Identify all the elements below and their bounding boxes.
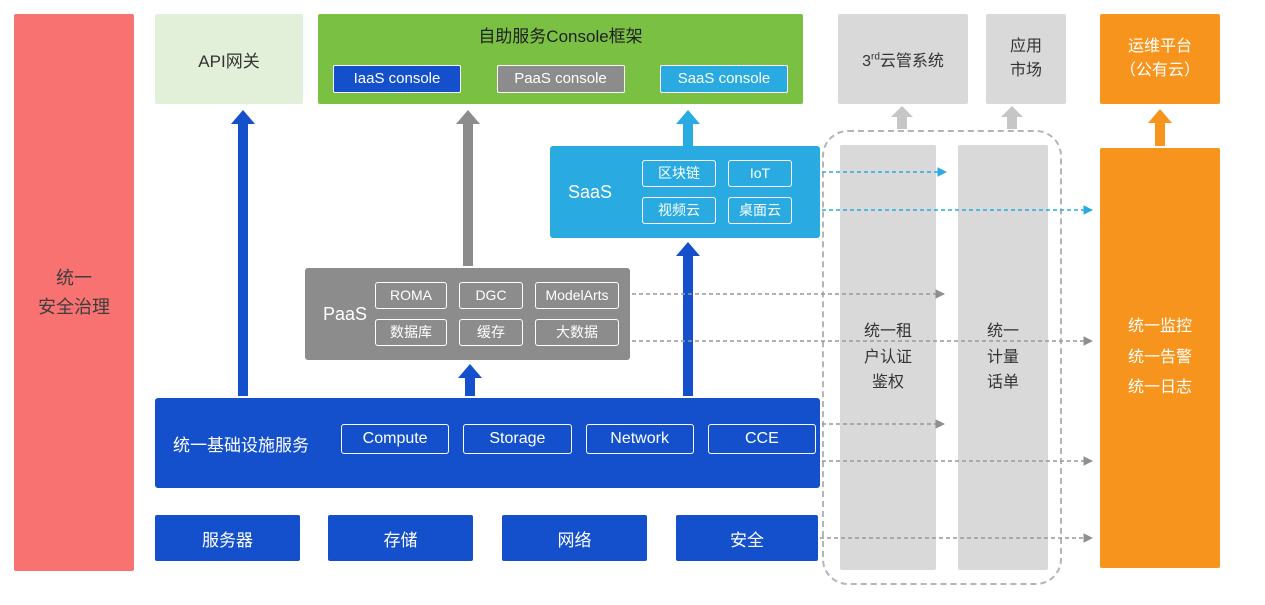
iaas-service-compute: Compute bbox=[341, 424, 450, 454]
security-governance-label: 统一 安全治理 bbox=[38, 267, 110, 317]
arrow-to-third-party-cloud bbox=[891, 106, 913, 129]
saas-service-grid: 区块链 IoT 视频云 桌面云 bbox=[642, 160, 792, 224]
third-party-cloud-label: 3rd云管系统 bbox=[862, 51, 944, 70]
arrow-saas-to-console bbox=[676, 110, 700, 146]
paas-service-bigdata: 大数据 bbox=[535, 319, 619, 346]
console-frame-box: 自助服务Console框架 IaaS console PaaS console … bbox=[318, 14, 803, 104]
iaas-service-row: Compute Storage Network CCE bbox=[341, 424, 816, 454]
arrow-iaas-to-saas bbox=[676, 242, 700, 396]
saas-layer-label: SaaS bbox=[568, 181, 613, 202]
saas-layer-box: SaaS 区块链 IoT 视频云 桌面云 bbox=[550, 146, 820, 238]
om-platform-box: 运维平台 （公有云） bbox=[1100, 14, 1220, 104]
paas-console-chip: PaaS console bbox=[496, 65, 625, 93]
saas-service-video-cloud: 视频云 bbox=[642, 197, 716, 224]
iaas-service-storage: Storage bbox=[463, 424, 572, 454]
tenant-auth-bar: 统一租 户认证 鉴权 bbox=[840, 145, 936, 570]
metering-bar: 统一 计量 话单 bbox=[958, 145, 1048, 570]
arrow-paas-to-console bbox=[456, 110, 480, 266]
console-frame-title: 自助服务Console框架 bbox=[478, 27, 643, 46]
arrow-monitor-to-om-platform bbox=[1148, 109, 1172, 146]
arrow-to-app-market bbox=[1001, 106, 1023, 129]
paas-service-modelarts: ModelArts bbox=[535, 282, 619, 309]
paas-service-roma: ROMA bbox=[375, 282, 447, 309]
iaas-service-network: Network bbox=[585, 424, 694, 454]
iaas-service-cce: CCE bbox=[707, 424, 816, 454]
resource-security-box: 安全 bbox=[676, 515, 818, 561]
common-services-dashed-frame bbox=[822, 130, 1062, 585]
api-gateway-box: API网关 bbox=[155, 14, 303, 104]
saas-service-iot: IoT bbox=[728, 160, 792, 187]
paas-service-dgc: DGC bbox=[459, 282, 523, 309]
paas-service-grid: ROMA DGC ModelArts 数据库 缓存 大数据 bbox=[375, 282, 619, 346]
paas-service-cache: 缓存 bbox=[459, 319, 523, 346]
paas-layer-box: PaaS ROMA DGC ModelArts 数据库 缓存 大数据 bbox=[305, 268, 630, 360]
tenant-auth-label: 统一租 户认证 鉴权 bbox=[863, 323, 912, 392]
resource-storage-box: 存储 bbox=[328, 515, 473, 561]
resource-network-box: 网络 bbox=[502, 515, 647, 561]
iaas-layer-box: 统一基础设施服务 Compute Storage Network CCE bbox=[155, 398, 820, 488]
saas-service-desktop-cloud: 桌面云 bbox=[728, 197, 792, 224]
third-party-cloud-box: 3rd云管系统 bbox=[838, 14, 968, 104]
api-gateway-label: API网关 bbox=[198, 51, 260, 71]
saas-service-blockchain: 区块链 bbox=[642, 160, 716, 187]
resource-server-box: 服务器 bbox=[155, 515, 300, 561]
saas-console-chip: SaaS console bbox=[660, 65, 788, 93]
paas-layer-label: PaaS bbox=[323, 303, 368, 324]
arrow-iaas-to-paas bbox=[458, 364, 482, 396]
iaas-layer-label: 统一基础设施服务 bbox=[173, 435, 309, 455]
iaas-console-chip: IaaS console bbox=[333, 65, 461, 93]
console-chip-row: IaaS console PaaS console SaaS console bbox=[333, 65, 788, 93]
arrow-iaas-to-api-gateway bbox=[231, 110, 255, 396]
monitoring-bar: 统一监控 统一告警 统一日志 bbox=[1100, 148, 1220, 568]
app-market-label: 应用 市场 bbox=[1009, 38, 1042, 79]
app-market-box: 应用 市场 bbox=[986, 14, 1066, 104]
paas-service-database: 数据库 bbox=[375, 319, 447, 346]
metering-label: 统一 计量 话单 bbox=[986, 323, 1019, 392]
monitoring-label: 统一监控 统一告警 统一日志 bbox=[1127, 318, 1192, 397]
security-governance-bar: 统一 安全治理 bbox=[14, 14, 134, 571]
om-platform-label: 运维平台 （公有云） bbox=[1119, 38, 1200, 79]
